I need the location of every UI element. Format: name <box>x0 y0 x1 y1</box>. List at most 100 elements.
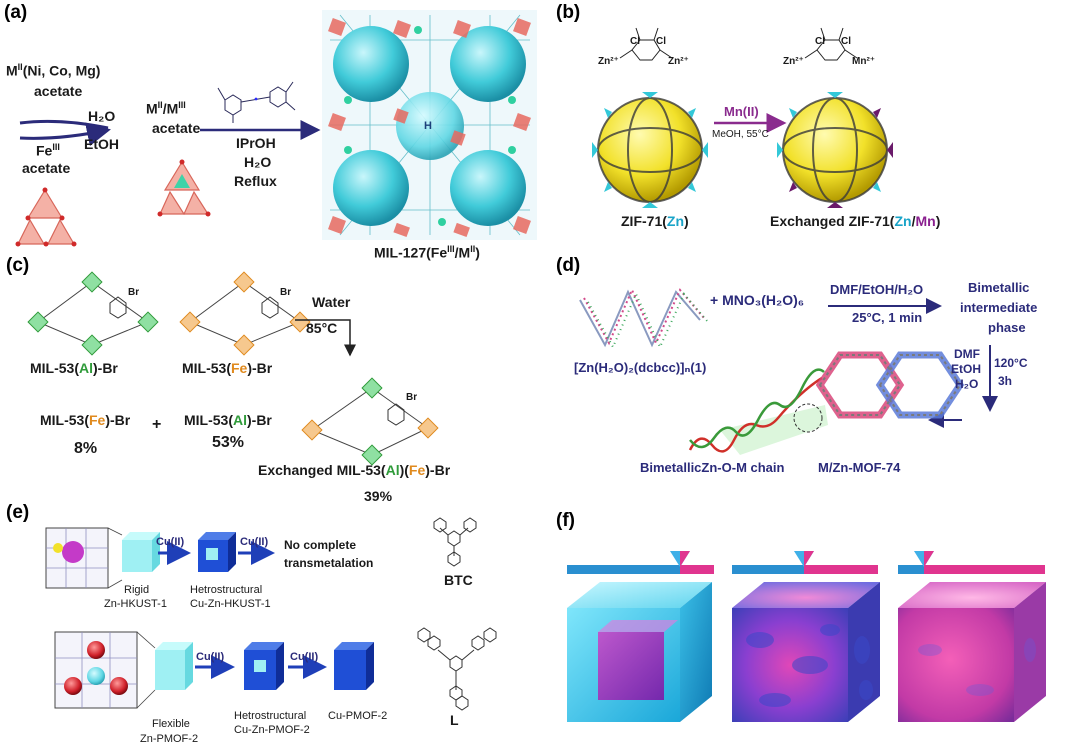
d-cond2-dmf: DMF <box>954 347 980 361</box>
panel-e-graphics <box>45 517 497 711</box>
a-cond-h2o: H₂O <box>244 154 272 170</box>
cube-core-shell <box>567 582 712 722</box>
d-cond-bottom: 25°C, 1 min <box>852 310 923 325</box>
panel-label-d: (d) <box>556 255 581 276</box>
imidazolate-left-icon <box>619 27 673 61</box>
b-zn-left-1: Zn²⁺ <box>598 56 619 67</box>
c-br-1: Br <box>128 287 140 298</box>
b-cl-left-1: Cl <box>630 36 640 47</box>
b-zn-right: Zn²⁺ <box>783 56 804 67</box>
panel-a-graphics: H <box>15 10 537 247</box>
panel-label-f: (f) <box>556 510 575 531</box>
cube-cu-pmof <box>334 642 374 690</box>
e-hetero-1b: Cu-Zn-HKUST-1 <box>190 598 271 610</box>
e-l: L <box>450 712 459 728</box>
cube-hetero-pmof <box>244 642 284 690</box>
e-hetero-2b: Cu-Zn-PMOF-2 <box>234 724 310 736</box>
c-plus: + <box>152 416 162 433</box>
mil53-mixed-unit <box>301 377 439 466</box>
composition-bar-3 <box>898 551 1045 574</box>
e-hetero-2a: Hetrostructural <box>234 710 307 722</box>
c-cond-temp: 85°C <box>306 320 338 336</box>
b-reagent-mn: Mn(II) <box>724 104 759 119</box>
b-left-label: ZIF-71(Zn) <box>621 213 689 229</box>
c-exchanged-pct: 39% <box>364 488 393 504</box>
c-br-2: Br <box>280 287 292 298</box>
a-mixed-acetate: MII/MIII <box>146 100 186 117</box>
d-start-label: [Zn(H₂O)₂(dcbcc)]ₙ(1) <box>574 360 707 375</box>
composition-bar-1 <box>567 551 714 574</box>
mil127-framework: H <box>322 10 537 240</box>
e-cu-1: Cu(II) <box>156 536 185 548</box>
c-mof-fe: MIL-53(Fe)-Br <box>182 360 273 376</box>
c-result-fe: MIL-53(Fe)-Br <box>40 412 131 428</box>
d-intermediate-1: Bimetallic <box>968 280 1030 295</box>
fe-trimer-icon <box>15 187 77 247</box>
zn-pmof-structure <box>54 631 138 709</box>
panel-d-graphics <box>579 287 998 455</box>
d-cond-top: DMF/EtOH/H₂O <box>830 282 924 297</box>
reaction-arrow-c <box>295 319 356 357</box>
panel-label-c: (c) <box>6 255 30 276</box>
c-br-3: Br <box>406 392 418 403</box>
d-intermediate-3: phase <box>988 320 1026 335</box>
e-btc: BTC <box>444 572 473 588</box>
b-cl-right-2: Cl <box>841 36 851 47</box>
panel-c-graphics <box>27 271 439 466</box>
a-reagent-2: FeIII <box>36 142 60 159</box>
d-product-label: M/Zn-MOF-74 <box>818 460 901 475</box>
panel-label-e: (e) <box>6 502 30 523</box>
b-cl-right-1: Cl <box>815 36 825 47</box>
cube-rigid-zn <box>122 532 160 572</box>
zif71-zn-cage <box>592 92 708 208</box>
e-cu-3: Cu(II) <box>196 651 225 663</box>
d-reagent: + MNO₃(H₂O)₆ <box>710 292 805 308</box>
e-cu-4: Cu(II) <box>290 651 319 663</box>
e-rigid-2: Zn-HKUST-1 <box>104 598 167 610</box>
b-zn-left-2: Zn²⁺ <box>668 56 689 67</box>
btc-ligand-icon <box>433 517 477 567</box>
a-solvent-etoh: EtOH <box>84 136 119 152</box>
e-cupmof: Cu-PMOF-2 <box>328 710 388 722</box>
imidazolate-right-icon <box>804 27 858 61</box>
e-note-1: No complete <box>284 538 357 552</box>
zn-hkust-structure <box>45 527 109 589</box>
helix-chain-icon <box>688 368 828 455</box>
a-reagent-2-acetate: acetate <box>22 160 71 176</box>
d-chain-label: BimetallicZn-O-M chain <box>640 460 785 475</box>
a-cond-ipr: IPrOH <box>236 135 276 151</box>
c-result-fe-pct: 8% <box>74 440 98 457</box>
a-product-label: MIL-127(FeIII/MII) <box>374 244 480 261</box>
merge-arrow-bottom <box>19 122 111 147</box>
b-mn-right: Mn²⁺ <box>852 56 876 67</box>
a-reagent-1-acetate: acetate <box>34 83 83 99</box>
c-mof-al: MIL-53(Al)-Br <box>30 360 118 376</box>
mil53-fe-unit <box>179 271 311 356</box>
panel-b-graphics <box>592 27 893 208</box>
e-note-2: transmetalation <box>284 556 374 570</box>
d-cond2-time: 3h <box>998 374 1013 388</box>
b-condition: MeOH, 55°C <box>712 129 769 140</box>
e-flex-1: Flexible <box>152 718 190 730</box>
d-cond2-temp: 120°C <box>994 356 1028 370</box>
zif71-exchanged-cage <box>777 92 893 208</box>
d-cond2-etoh: EtOH <box>951 362 981 376</box>
cube-exchanged <box>898 582 1046 722</box>
svg-text:H: H <box>424 120 432 132</box>
a-solvent-h2o: H₂O <box>88 108 116 124</box>
e-hetero-1a: Hetrostructural <box>190 584 263 596</box>
composition-bar-2 <box>732 551 878 574</box>
a-mixed-acetate-2: acetate <box>152 120 201 136</box>
cube-hetero-hkust <box>198 532 236 572</box>
d-cond2-h2o: H₂O <box>955 377 979 391</box>
b-right-label: Exchanged ZIF-71(Zn/Mn) <box>770 213 941 229</box>
e-flex-2: Zn-PMOF-2 <box>140 733 199 745</box>
a-cond-reflux: Reflux <box>234 173 277 189</box>
a-reagent-1: MII(Ni, Co, Mg) <box>6 62 101 79</box>
e-rigid-1: Rigid <box>124 584 150 596</box>
cube-mixed <box>732 582 880 722</box>
l-ligand-icon <box>417 627 497 711</box>
e-cu-2: Cu(II) <box>240 536 269 548</box>
